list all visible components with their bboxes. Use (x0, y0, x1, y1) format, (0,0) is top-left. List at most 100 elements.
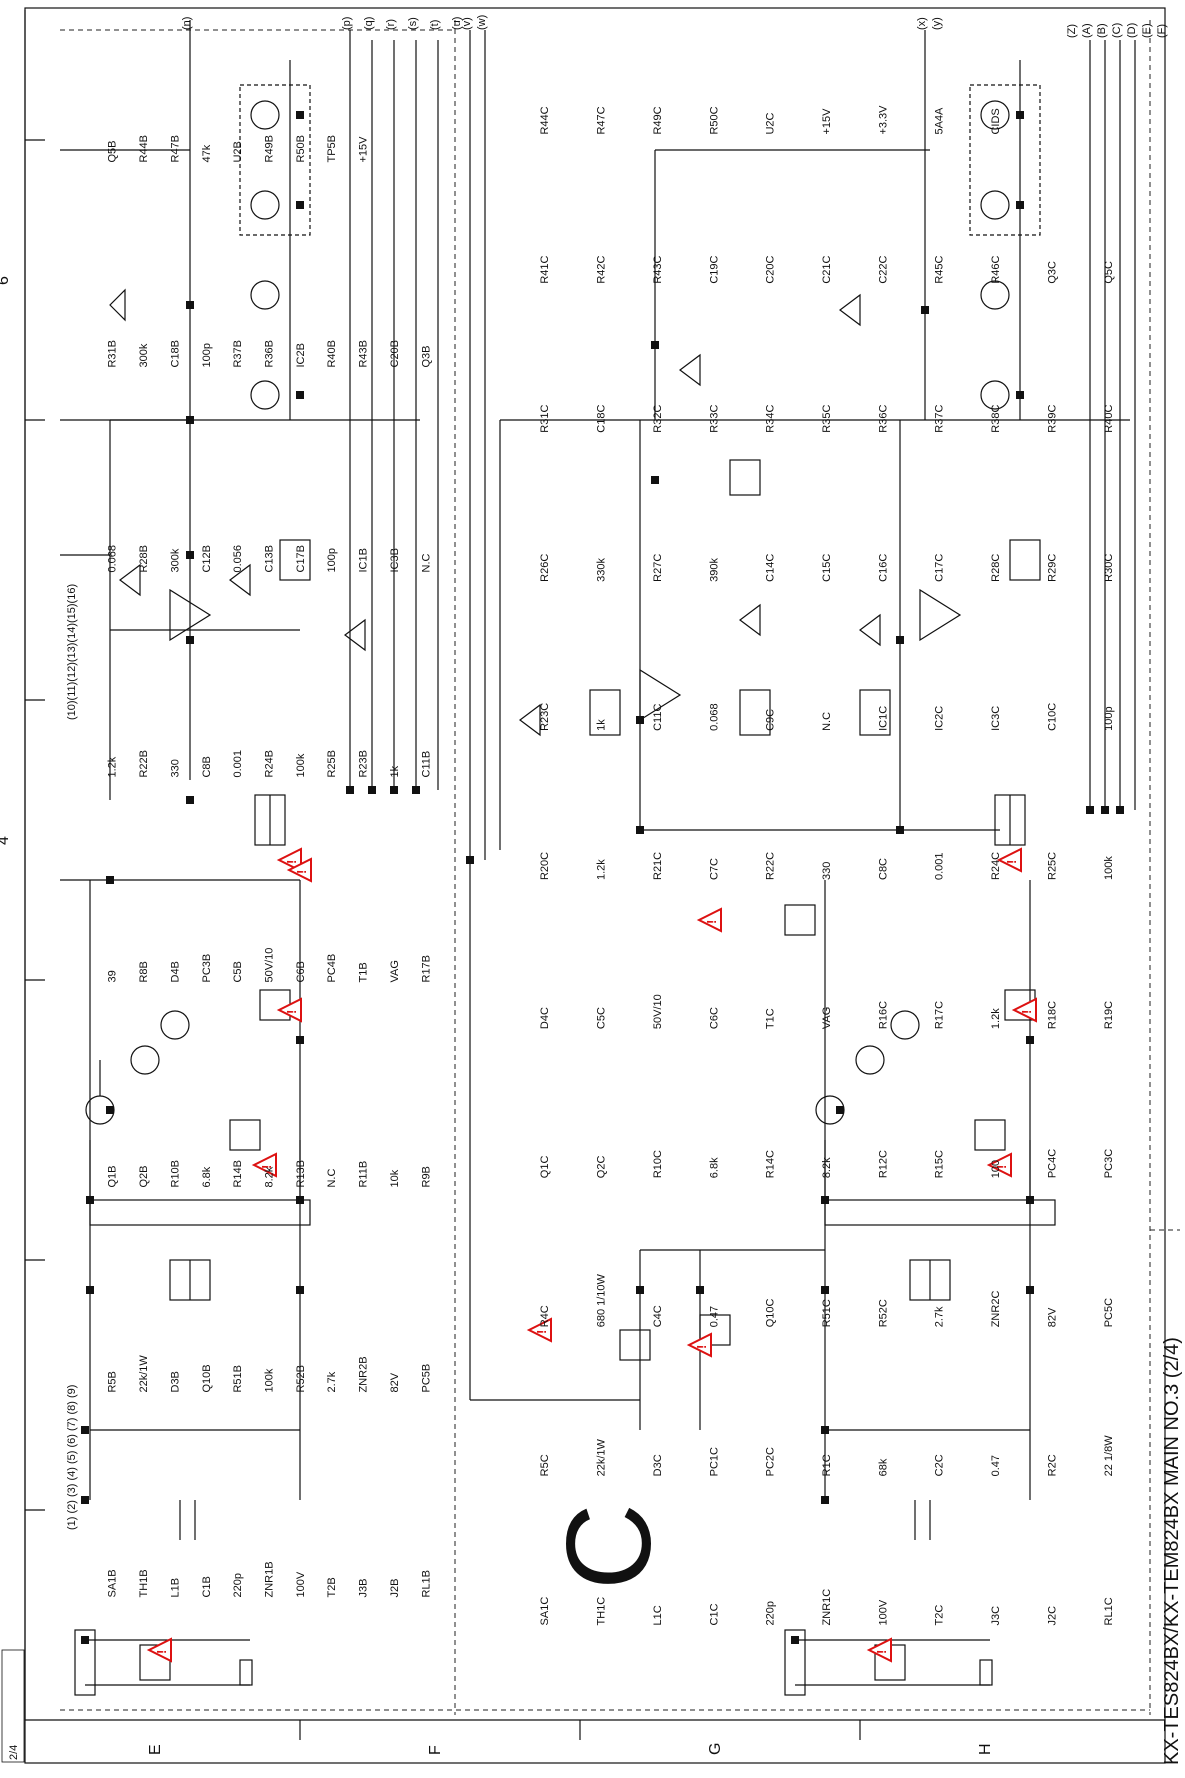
upper-component-label: R22B (138, 750, 150, 778)
net-label: (t) (429, 20, 441, 30)
lower-component-label: PC5C (1103, 1298, 1115, 1327)
lower-component-label: R52C (877, 1299, 889, 1327)
test-point-marker (86, 1196, 94, 1204)
upper-component-label: R10B (169, 1160, 181, 1188)
lower-component-label: R34C (765, 405, 777, 433)
lower-component-label: C21C (821, 255, 833, 283)
upper-component-label: R13B (295, 1160, 307, 1188)
svg-text:!: ! (284, 1010, 299, 1014)
lower-component-label: C11C (652, 704, 664, 731)
lower-component-label: R14C (765, 1150, 777, 1178)
lower-component-label: R51C (821, 1299, 833, 1327)
col-label-6: 6 (0, 276, 12, 285)
test-point-marker (791, 1636, 799, 1644)
test-point-marker (896, 636, 904, 644)
upper-component-label: R28B (138, 545, 150, 573)
test-points (81, 111, 1124, 1644)
lower-component-label: ZNR1C (821, 1589, 833, 1626)
svg-text:!: ! (1019, 1010, 1034, 1014)
lower-component-label: J3C (990, 1606, 1002, 1626)
lower-component-label: C17C (934, 554, 946, 582)
lower-component-label: R19C (1103, 1001, 1115, 1029)
upper-component-label: 47k (201, 144, 213, 162)
lower-component-label: 6.8k (708, 1157, 720, 1178)
upper-component-label: C13B (264, 545, 276, 573)
net-label: (v) (461, 17, 473, 30)
test-point-marker (1016, 111, 1024, 119)
net-label: (C) (1111, 23, 1123, 38)
lower-component-label: PC3C (1103, 1149, 1115, 1178)
lower-component-label: R49C (652, 106, 664, 134)
net-label: (y) (931, 17, 943, 30)
lower-component-label: R26C (539, 554, 551, 582)
test-point-marker (296, 1196, 304, 1204)
net-label: (w) (476, 15, 488, 30)
lower-component-label: R43C (652, 255, 664, 283)
lower-component-label: C7C (708, 858, 720, 880)
test-point-marker (186, 416, 194, 424)
row-label-f: F (427, 1745, 444, 1755)
lower-component-label: 0.001 (934, 852, 946, 880)
test-point-marker (836, 1106, 844, 1114)
test-point-marker (636, 1286, 644, 1294)
upper-component-label: IC1B (358, 548, 370, 572)
test-point-marker (1101, 806, 1109, 814)
upper-component-label: 100k (264, 1368, 276, 1392)
lower-component-label: PC1C (708, 1447, 720, 1476)
warning-icon: ! (526, 1317, 552, 1343)
net-label: (r) (385, 19, 397, 30)
test-point-marker (821, 1196, 829, 1204)
net-label: (Z) (1066, 24, 1078, 38)
lower-component-label: R47C (596, 106, 608, 134)
row-label-h: H (977, 1743, 994, 1755)
lower-component-label: 50V/10 (652, 994, 664, 1029)
warning-icon: ! (866, 1637, 892, 1663)
svg-text:!: ! (874, 1650, 889, 1654)
upper-component-label: R25B (326, 750, 338, 778)
test-point-marker (1016, 201, 1024, 209)
lower-component-label: R41C (539, 255, 551, 283)
lower-component-label: C10C (1046, 703, 1058, 731)
lower-component-label: N.C (821, 712, 833, 731)
lower-component-label: +15V (821, 108, 833, 135)
lower-component-label: R5C (539, 1454, 551, 1476)
warning-icon: ! (146, 1637, 172, 1663)
upper-component-label: C20B (389, 340, 401, 368)
test-point-marker (1026, 1286, 1034, 1294)
lower-component-label: J2C (1046, 1606, 1058, 1626)
upper-component-label: R50B (295, 135, 307, 163)
lower-component-label: R45C (934, 255, 946, 283)
net-label: (F) (1156, 24, 1168, 38)
net-label: (A) (1081, 23, 1093, 38)
test-point-marker (636, 716, 644, 724)
lower-component-label: SA1C (539, 1597, 551, 1626)
upper-component-label: R51B (232, 1365, 244, 1393)
upper-component-label: J2B (389, 1579, 401, 1598)
upper-component-label: R9B (420, 1166, 432, 1187)
upper-component-label: R23B (358, 750, 370, 778)
svg-text:!: ! (694, 1345, 709, 1349)
lower-component-label: C4C (652, 1305, 664, 1327)
lower-component-label: R30C (1103, 554, 1115, 582)
svg-text:!: ! (294, 870, 309, 874)
lower-component-label: R12C (877, 1150, 889, 1178)
upper-component-label: 22k/1W (138, 1355, 150, 1393)
lower-component-label: C1C (708, 1603, 720, 1625)
upper-component-label: IC3B (389, 548, 401, 572)
test-point-marker (1116, 806, 1124, 814)
upper-component-label: VAG (389, 960, 401, 982)
lower-component-label: R2C (1046, 1454, 1058, 1476)
lower-component-label: R29C (1046, 554, 1058, 582)
upper-component-label: 8.2k (264, 1166, 276, 1187)
lower-component-label: 390k (708, 557, 720, 581)
upper-component-label: J3B (358, 1579, 370, 1598)
warning-icon: ! (276, 847, 302, 873)
lower-component-label: 1k (596, 719, 608, 731)
lower-component-label: D4C (539, 1007, 551, 1029)
lower-component-label: +3.3V (877, 105, 889, 135)
lower-component-label: C2C (934, 1454, 946, 1476)
test-point-marker (86, 1286, 94, 1294)
test-point-marker (296, 1286, 304, 1294)
